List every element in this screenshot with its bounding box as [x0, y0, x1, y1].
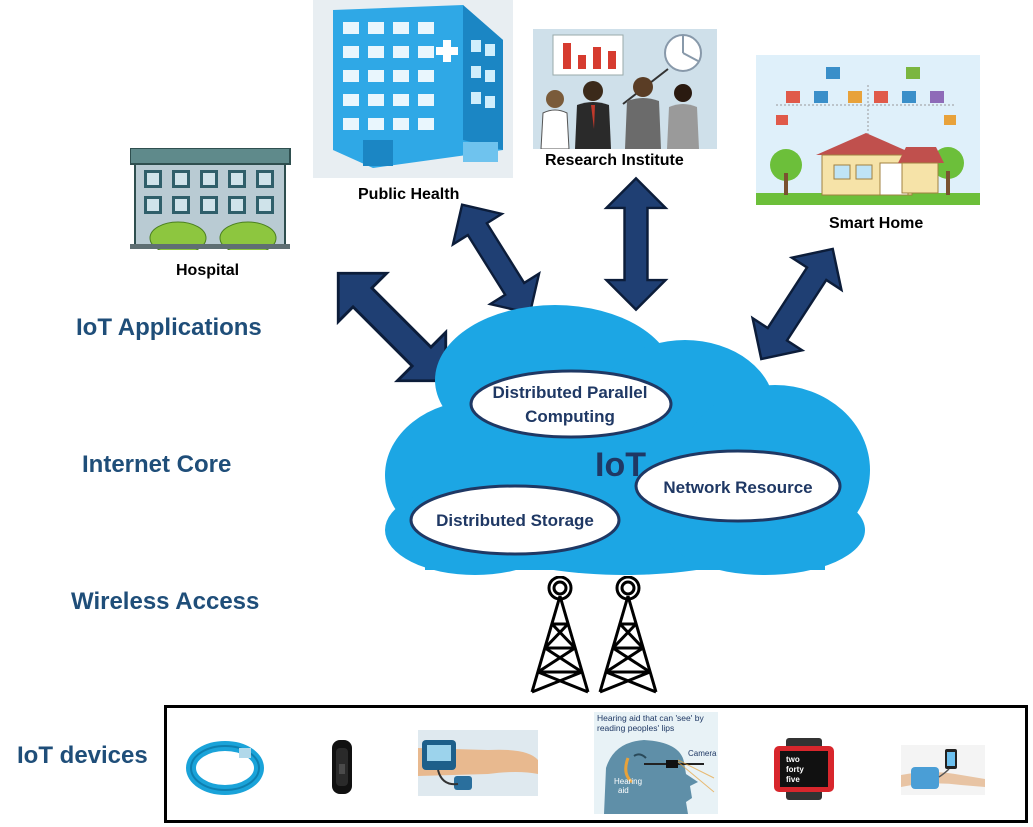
watch-text-2: forty — [786, 765, 804, 774]
layer-label-applications: IoT Applications — [76, 314, 262, 341]
parallel-computing-label: Distributed Parallel Computing — [470, 381, 670, 429]
smartwatch-image: two forty five — [774, 738, 834, 800]
hearing-aid-image: Hearing aid that can 'see' by reading pe… — [594, 712, 718, 814]
research-institute-image — [533, 29, 717, 149]
wrist-monitor-image — [418, 730, 538, 796]
hospital-label: Hospital — [176, 262, 240, 279]
public-health-image — [313, 0, 513, 178]
smart-home-image — [756, 55, 980, 205]
parallel-computing-line2: Computing — [525, 407, 615, 426]
hearing-aid-headline-2: reading peoples' lips — [597, 723, 674, 733]
hospital-image — [130, 148, 291, 250]
distributed-storage-label: Distributed Storage — [436, 511, 594, 530]
layer-label-iot-devices: IoT devices — [17, 742, 148, 769]
watch-text-3: five — [786, 775, 800, 784]
ellipse-distributed-storage — [409, 484, 621, 556]
ellipse-network-resource — [634, 449, 842, 523]
parallel-computing-line1: Distributed Parallel — [492, 383, 648, 402]
fitness-band-image — [186, 741, 264, 795]
layer-label-wireless-access: Wireless Access — [71, 588, 260, 615]
wireless-towers — [530, 576, 658, 694]
public-health-label: Public Health — [358, 186, 460, 203]
smart-home-label: Smart Home — [829, 215, 924, 232]
hearing-aid-text-2: aid — [618, 786, 629, 795]
network-resource-label: Network Resource — [663, 478, 813, 497]
ellipse-parallel-computing — [469, 369, 673, 439]
hearing-aid-text-1: Hearing — [614, 777, 642, 786]
camera-label: Camera — [688, 749, 717, 758]
watch-text-1: two — [786, 755, 800, 764]
activity-tracker-image — [332, 740, 352, 794]
arm-monitor-image — [901, 745, 985, 795]
arrow-research-cloud — [605, 177, 667, 311]
hearing-aid-headline-1: Hearing aid that can 'see' by — [597, 713, 704, 723]
research-institute-label: Research Institute — [545, 152, 684, 169]
layer-label-internet-core: Internet Core — [82, 451, 232, 478]
